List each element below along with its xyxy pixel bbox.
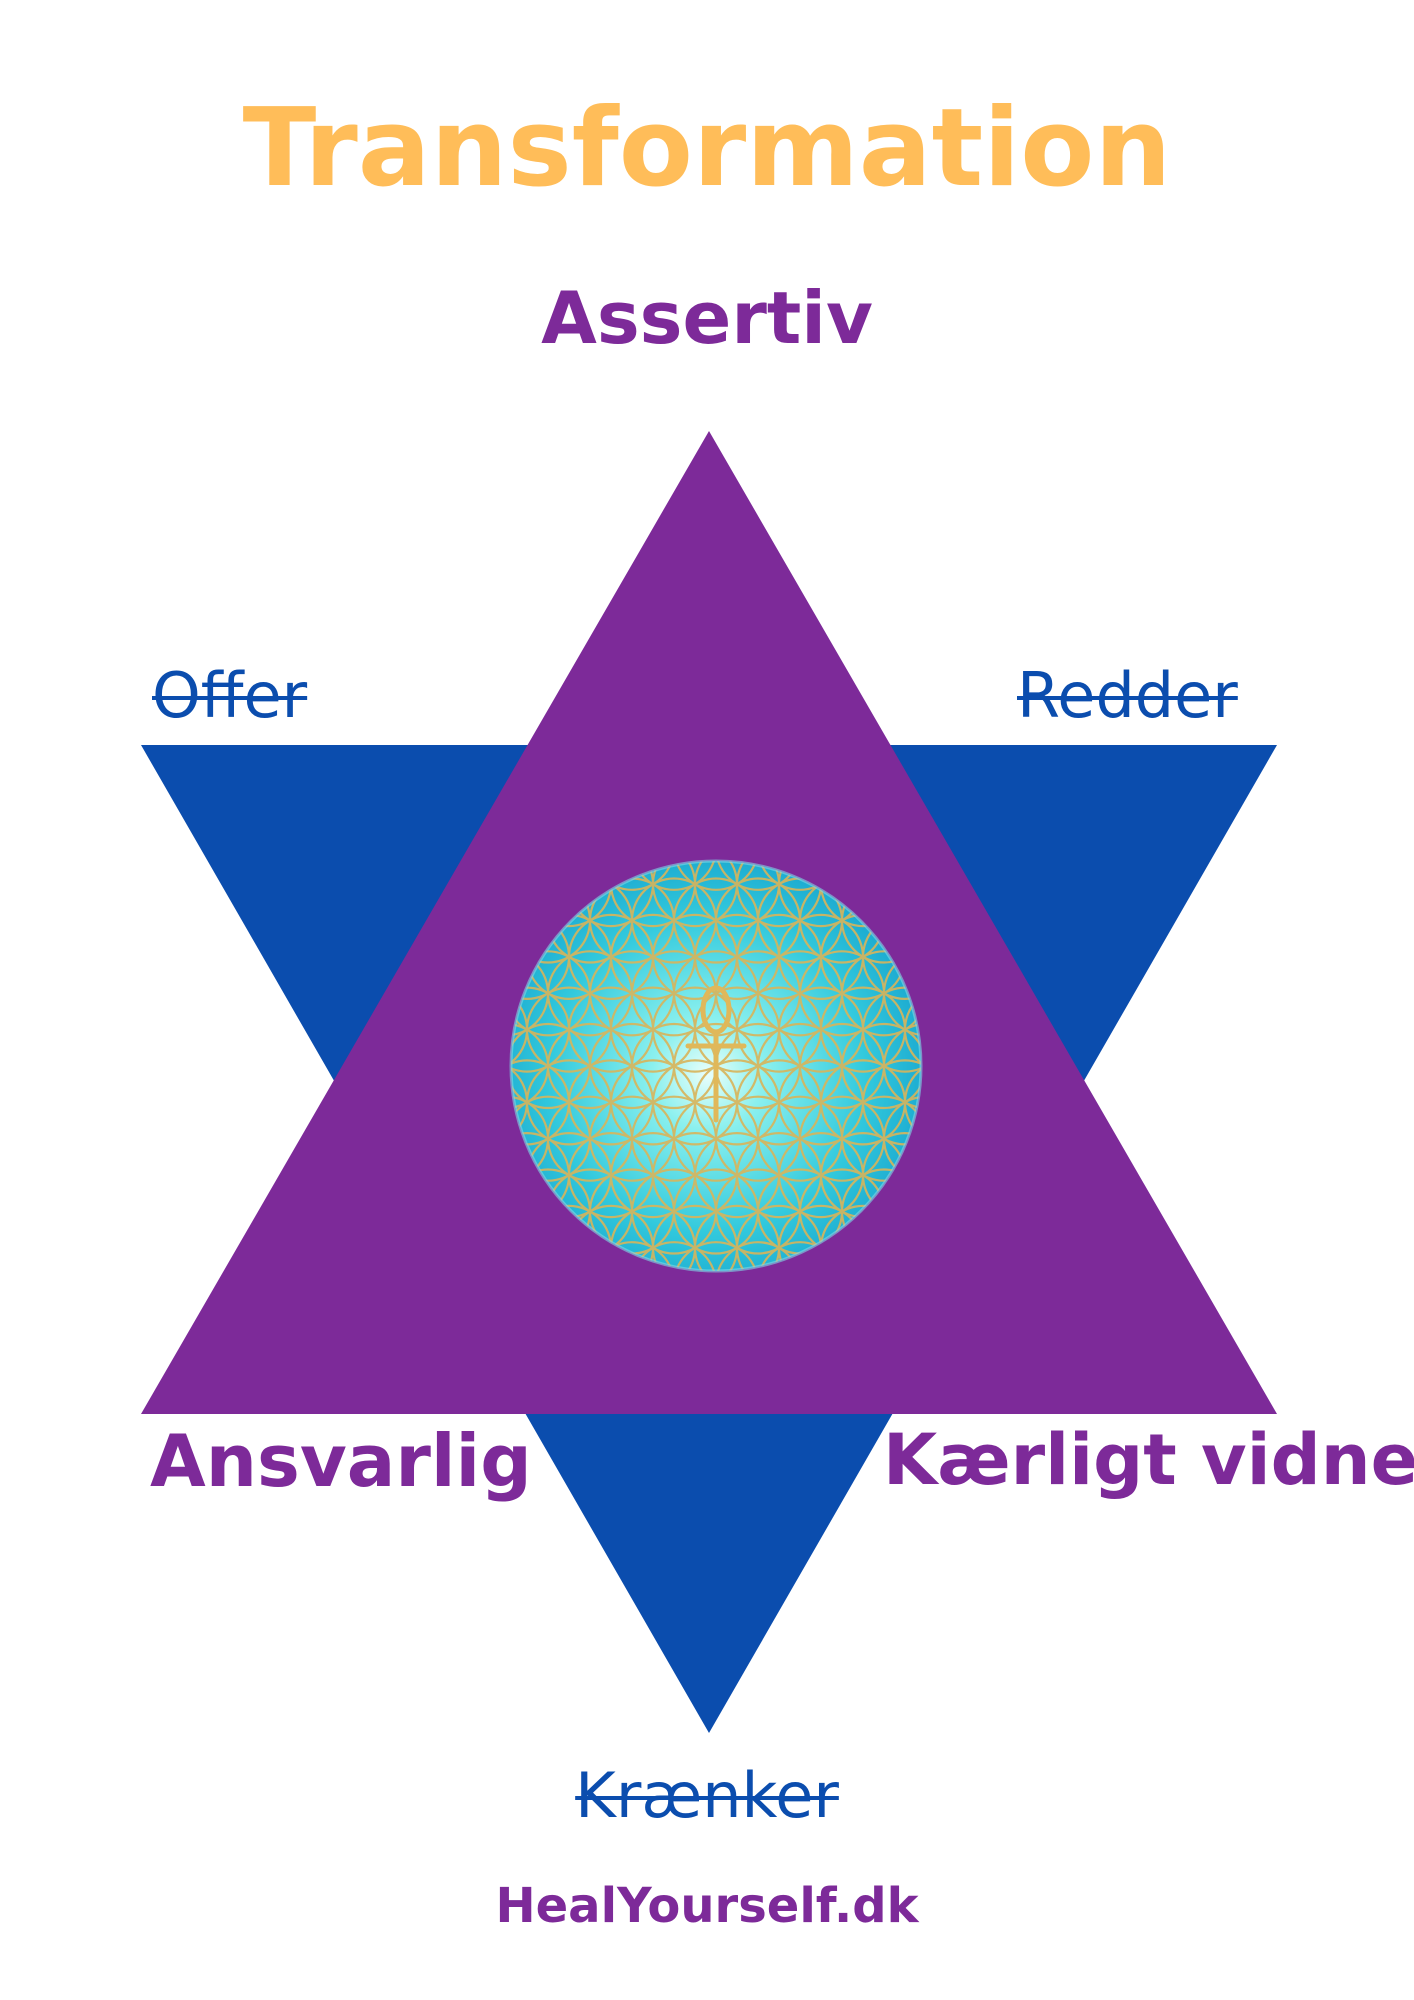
label-assertiv: Assertiv xyxy=(541,276,873,360)
footer-site-name: HealYourself.dk xyxy=(495,1878,919,1934)
label-kraenker: Krænker xyxy=(575,1759,839,1832)
flower-circle xyxy=(630,1241,718,1271)
label-redder: Redder xyxy=(1017,659,1238,732)
flower-circle xyxy=(672,861,760,891)
flower-circle xyxy=(714,861,802,891)
page-title: Transformation xyxy=(242,86,1172,211)
flower-circle xyxy=(672,1241,760,1271)
flower-circle xyxy=(630,861,718,891)
flower-circle xyxy=(588,861,676,891)
flower-circle xyxy=(756,1241,844,1271)
flower-circle xyxy=(714,1241,802,1271)
flower-circle xyxy=(588,1241,676,1271)
label-kaerligt-vidne: Kærligt vidne xyxy=(883,1419,1414,1501)
label-ansvarlig: Ansvarlig xyxy=(150,1419,532,1503)
label-offer: Offer xyxy=(152,659,308,732)
ankh-icon xyxy=(685,985,747,1123)
flower-circle xyxy=(756,861,844,891)
